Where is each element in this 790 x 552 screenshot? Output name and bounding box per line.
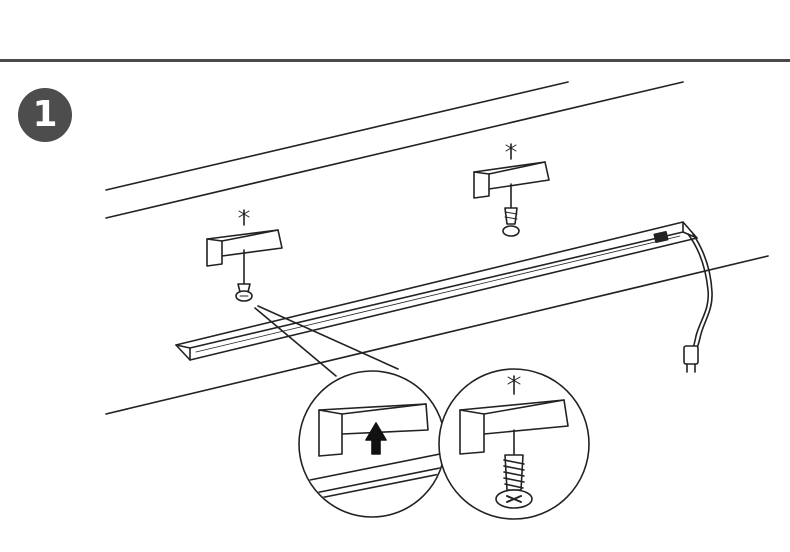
callout-leader [254, 305, 399, 377]
header-rule [0, 59, 790, 62]
screw-left [235, 283, 253, 302]
mounting-bracket-right [473, 143, 550, 211]
screw-right [502, 207, 520, 237]
mounting-bracket-left [206, 209, 283, 286]
led-light-bar [175, 221, 698, 361]
switch-icon [653, 230, 669, 244]
screw-icon [495, 454, 533, 509]
plug-icon [683, 345, 699, 365]
power-cable [683, 233, 713, 373]
detail-callout-clip [298, 370, 446, 518]
step-number-badge: 1 [18, 88, 72, 142]
surface-lines [105, 81, 769, 415]
detail-callout-screw [438, 368, 590, 520]
arrow-up-icon [365, 422, 387, 455]
